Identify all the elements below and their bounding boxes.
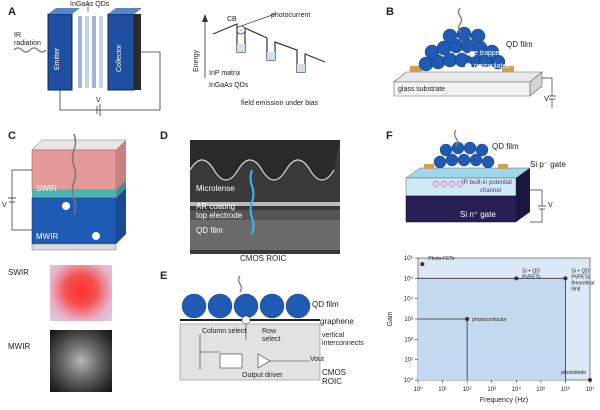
column-select: Column select	[202, 328, 247, 335]
gate-bottom: Si n⁺ gate	[460, 210, 496, 219]
img-swir-label: SWIR	[8, 268, 29, 277]
panel-d-sem	[189, 140, 340, 254]
panel-f-letter: F	[386, 130, 393, 142]
data-point	[420, 262, 425, 267]
x-tick-label: 10⁶	[561, 386, 571, 393]
gain-frequency-chart: 10⁰ 10¹ 10² 10³ 10⁴ 10⁵ 10⁶ 10⁷ 10⁰ 10¹ 10² 10³ 10⁴ 1…	[380, 250, 600, 410]
cb-label: CB	[227, 16, 237, 23]
ar-label: AR coating	[196, 202, 236, 211]
cmos-roic-e: CMOS ROIC	[322, 368, 346, 386]
chart-svg: 10⁰ 10¹ 10² 10³ 10⁴ 10⁵ 10⁶ 10⁷ 10⁰ 10¹ 10² 10³ 10⁴ 1…	[387, 255, 595, 404]
bias-label-f: V	[548, 202, 553, 209]
output-driver: Output driver	[242, 372, 283, 379]
gate-top: Si p⁻ gate	[530, 160, 566, 169]
svg-text:−: −	[239, 28, 243, 34]
panel-f: F QD film Si p⁻ gate IR built-in potenti…	[380, 130, 600, 240]
x-tick-label: 10³	[487, 387, 496, 393]
data-point	[588, 378, 592, 382]
data-point-label: photodiode	[561, 370, 586, 376]
panel-f-diagram	[405, 130, 546, 223]
qd-film-e: QD film	[312, 300, 339, 309]
ir-label: IR radiation	[14, 32, 41, 47]
x-tick-label: 10⁵	[536, 386, 546, 393]
photocurrent-label: photocurrent	[271, 12, 311, 19]
panel-a-diagram	[13, 2, 161, 116]
y-tick-label: 10⁰	[404, 377, 414, 384]
y-tick-label: 10⁴	[404, 296, 414, 303]
emitter-label: Emitter	[54, 47, 61, 70]
swir-label: SWIR	[36, 184, 57, 193]
microlense-label: Microlense	[196, 184, 235, 193]
y-tick-label: 10³	[404, 317, 413, 323]
qd-film-b: QD film	[506, 40, 533, 49]
x-tick-label: 10¹	[438, 387, 447, 393]
qd-film-f: QD film	[492, 142, 519, 151]
panel-c-letter: C	[8, 130, 16, 142]
data-point	[514, 276, 519, 281]
row-select: Row select	[262, 328, 281, 343]
e-trapped: e trapped	[474, 50, 504, 57]
panel-d-letter: D	[160, 130, 168, 142]
glass-substrate: glass substrate	[398, 86, 446, 93]
x-axis-label: Frequency (Hz)	[480, 397, 528, 404]
top-electrode-label: top electrode	[196, 211, 243, 220]
caption-a: field emission under bias	[241, 100, 319, 107]
data-point-label: photoconductor	[472, 317, 507, 323]
y-tick-label: 10¹	[404, 358, 413, 364]
panel-e-letter: E	[160, 270, 168, 282]
y-tick-label: 10⁵	[404, 275, 414, 282]
mwir-label: MWIR	[36, 232, 59, 241]
img-mwir-label: MWIR	[8, 342, 31, 351]
x-tick-label: 10²	[463, 387, 472, 393]
qd-label-a: InGaAs QDs	[70, 1, 110, 8]
data-point	[563, 276, 568, 281]
bias-label-c: V	[2, 202, 7, 209]
panel-a-letter: A	[8, 6, 16, 18]
shaded-region	[418, 278, 566, 380]
energy-axis: Energy	[193, 49, 200, 72]
cmos-roic-d: CMOS ROIC	[240, 254, 287, 263]
x-tick-label: 10⁴	[512, 386, 522, 393]
panel-c-stack	[8, 133, 127, 251]
y-axis-label: Gain	[387, 312, 394, 327]
vertical-interconnects: vertical interconnects	[322, 332, 364, 347]
data-point-label: Photo-FETs	[428, 256, 455, 262]
h-recirculates: h recirculates	[468, 63, 510, 70]
x-tick-label: 10⁰	[413, 386, 423, 393]
bias-label-a: V	[96, 97, 101, 104]
y-tick-label: 10⁶	[404, 255, 414, 262]
panel-c: C SWIR MWIR V SWIR MWIR	[0, 130, 140, 410]
builtin-label: IR built-in potential	[462, 180, 512, 186]
matrix-label: InP matrix	[209, 70, 241, 77]
x-tick-label: 10⁷	[586, 386, 595, 393]
graphene-label: graphene	[320, 317, 354, 326]
vout-label: Vout	[310, 356, 325, 363]
panel-a-bands: − Energy CB photocurrent InP matrix InGa…	[185, 0, 350, 120]
panel-b-diagram	[393, 7, 556, 108]
collector-label: Collector	[116, 44, 123, 72]
data-point	[465, 317, 470, 321]
panel-b: B QD film e trapped h recirculates glass…	[380, 0, 600, 120]
bias-label-b: V	[544, 96, 549, 103]
panel-d: D Microlense AR coating top electrode QD…	[160, 130, 340, 265]
qd-film-d: QD film	[196, 226, 223, 235]
swir-thermal-image	[50, 265, 112, 321]
panel-e-circuit	[179, 275, 321, 381]
mwir-thermal-image	[50, 330, 112, 392]
panel-e: E QD film graphene Column select Row sel…	[160, 270, 364, 410]
y-tick-label: 10²	[404, 337, 413, 343]
band-diagram: −	[202, 13, 326, 78]
panel-b-letter: B	[386, 6, 394, 18]
panel-a: A InGaAs QDs IR radiation Emitter Collec…	[0, 0, 195, 120]
channel-label: channel	[480, 188, 502, 194]
qds-label: InGaAs QDs	[209, 82, 249, 89]
